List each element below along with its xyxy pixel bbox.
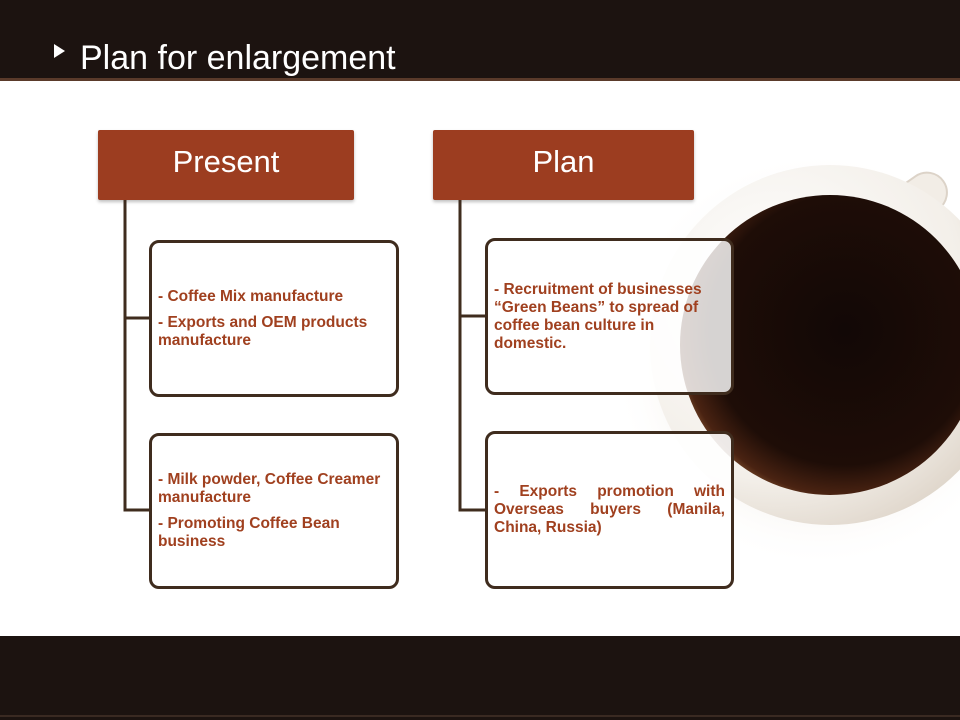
present-card-2-line-2: - Promoting Coffee Bean business [158, 515, 340, 550]
footer-divider [0, 715, 960, 717]
plan-heading: Plan [433, 130, 694, 200]
header-divider [0, 78, 960, 81]
triangle-bullet-icon [54, 44, 65, 58]
plan-card-2: - Exports promotion with Overseas buyers… [485, 431, 734, 589]
present-heading-label: Present [172, 144, 280, 179]
present-card-1-line-1: - Coffee Mix manufacture [158, 287, 344, 305]
present-heading: Present [98, 130, 354, 200]
plan-card-2-line-1: - Exports promotion with Overseas buyers… [494, 483, 725, 536]
plan-heading-label: Plan [532, 144, 595, 179]
slide-title: Plan for enlargement [80, 39, 396, 77]
footer-bar [0, 636, 960, 720]
plan-card-1: - Recruitment of businesses “Green Beans… [485, 238, 734, 395]
present-card-1-line-2: - Exports and OEM products manufacture [158, 313, 368, 349]
present-card-2: - Milk powder, Coffee Creamer manufactur… [149, 433, 399, 589]
header-bar [0, 0, 960, 78]
present-card-2-line-1: - Milk powder, Coffee Creamer manufactur… [158, 471, 381, 506]
plan-card-1-line-1: - Recruitment of businesses “Green Beans… [494, 280, 702, 352]
present-card-1: - Coffee Mix manufacture - Exports and O… [149, 240, 399, 397]
